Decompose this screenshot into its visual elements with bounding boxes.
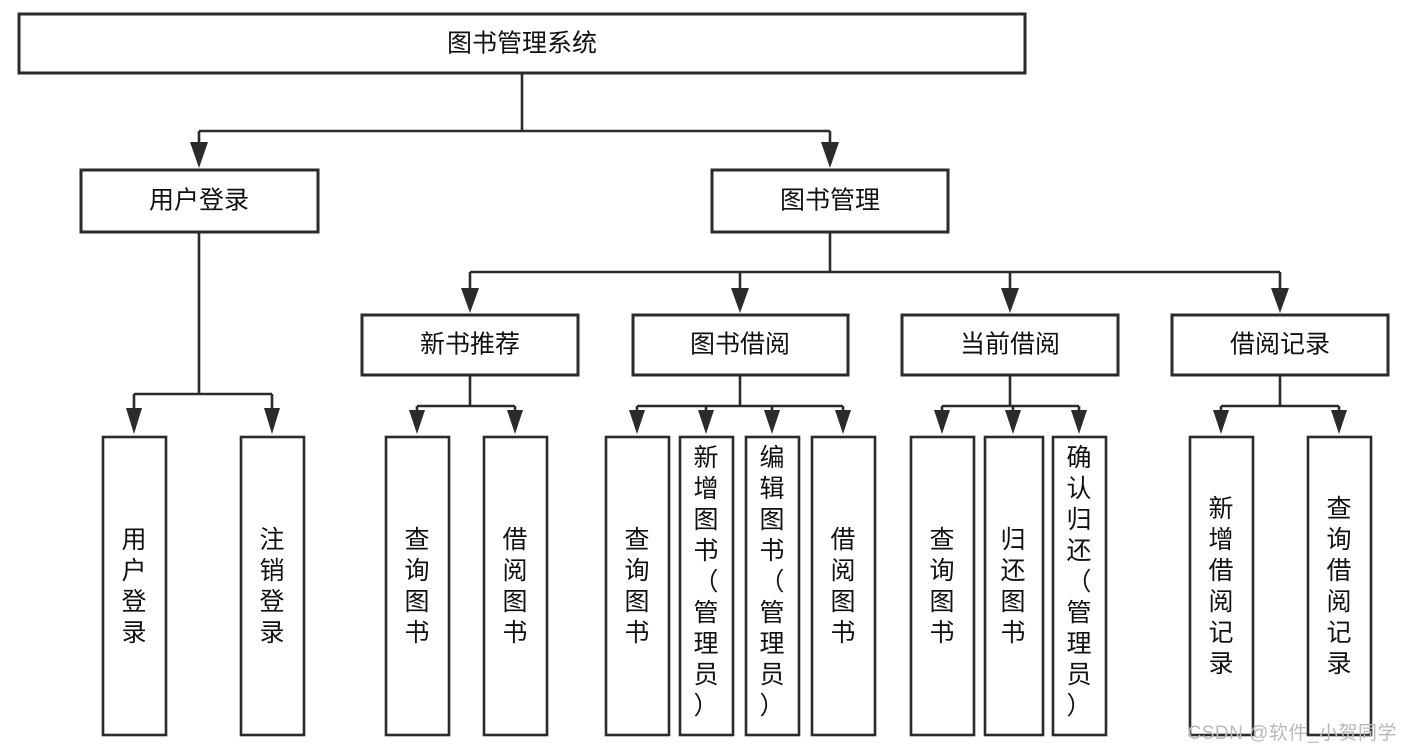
node-book-borrow-label: 图书借阅: [690, 331, 790, 359]
leaf-query-book-borrow[interactable]: 查询图书: [604, 435, 671, 737]
arrow-ul-to-user-login-leaf: [126, 408, 142, 434]
leaf-add-book-label: 新增图书（管理员）: [693, 444, 718, 720]
leaf-borrow-book-recommend-label: 借阅图书: [502, 526, 527, 647]
connector-group-user-login: [126, 232, 280, 434]
leaf-add-record-box: [1188, 435, 1255, 737]
node-borrow-record-label: 借阅记录: [1230, 331, 1330, 359]
leaf-return-book-label: 归还图书: [1000, 526, 1025, 647]
leaf-add-book-box: [678, 435, 735, 737]
arrow-cb-to-return-book: [1005, 410, 1021, 434]
arrow-bb-to-add-book: [698, 410, 714, 434]
leaf-query-book-recommend[interactable]: 查询图书: [384, 435, 451, 737]
node-book-manage-box: [710, 168, 950, 234]
node-new-book-recommend[interactable]: 新书推荐: [360, 313, 580, 377]
leaf-edit-book-box: [744, 435, 801, 737]
leaf-query-book-borrow-box: [604, 435, 671, 737]
arrow-ul-to-logout-leaf: [264, 408, 280, 434]
arrow-bb-to-borrow-book: [835, 410, 851, 434]
arrow-root-to-book-manage: [821, 142, 839, 168]
arrow-bb-to-query-book: [629, 410, 645, 434]
leaf-confirm-return[interactable]: 确认归还（管理员）: [1051, 435, 1108, 737]
node-book-manage-label: 图书管理: [780, 187, 880, 215]
leaf-add-book[interactable]: 新增图书（管理员）: [678, 435, 735, 737]
node-borrow-record[interactable]: 借阅记录: [1170, 313, 1390, 377]
leaf-confirm-return-label: 确认归还（管理员）: [1066, 444, 1091, 720]
leaf-logout[interactable]: 注销登录: [239, 435, 306, 737]
leaf-query-record-label: 查询借阅记录: [1326, 495, 1351, 678]
leaf-logout-box: [239, 435, 306, 737]
leaf-borrow-book-borrow-box: [810, 435, 877, 737]
leaf-logout-label: 注销登录: [259, 526, 284, 647]
leaf-confirm-return-box: [1051, 435, 1108, 737]
leaf-add-record-label: 新增借阅记录: [1208, 495, 1233, 678]
connector-group-current-borrow: [934, 375, 1087, 434]
node-book-borrow[interactable]: 图书借阅: [631, 313, 850, 377]
arrow-root-to-user-login: [190, 142, 208, 168]
leaf-borrow-book-borrow-label: 借阅图书: [830, 526, 855, 647]
arrow-bb-to-edit-book: [764, 410, 780, 434]
leaf-query-record-box: [1306, 435, 1373, 737]
csdn-watermark: CSDN @软件_小贺同学: [1187, 723, 1397, 744]
connector-group-root: [190, 73, 839, 168]
connector-group-book-borrow: [629, 375, 851, 434]
node-root[interactable]: 图书管理系统: [17, 12, 1027, 75]
leaf-user-login-box: [101, 435, 168, 737]
leaf-borrow-book-recommend[interactable]: 借阅图书: [482, 435, 549, 737]
node-user-login-label: 用户登录: [149, 187, 249, 215]
leaf-return-book[interactable]: 归还图书: [983, 435, 1045, 737]
node-root-label: 图书管理系统: [447, 30, 597, 58]
node-book-manage[interactable]: 图书管理: [710, 168, 950, 234]
leaf-user-login[interactable]: 用户登录: [101, 435, 168, 737]
leaf-add-record[interactable]: 新增借阅记录: [1188, 435, 1255, 737]
node-user-login-box: [79, 168, 320, 234]
connector-group-book-manage: [461, 232, 1289, 313]
arrow-cb-to-confirm-return: [1071, 410, 1087, 434]
arrow-br-to-add-record: [1213, 410, 1229, 434]
leaf-query-book-recommend-box: [384, 435, 451, 737]
leaf-query-book-borrow-label: 查询图书: [624, 526, 649, 647]
arrow-bm-to-book-borrow: [731, 288, 749, 313]
arrow-rec-to-borrow-book: [507, 410, 523, 434]
node-user-login[interactable]: 用户登录: [79, 168, 320, 234]
node-current-borrow[interactable]: 当前借阅: [900, 313, 1120, 377]
leaf-query-record[interactable]: 查询借阅记录: [1306, 435, 1373, 737]
node-borrow-record-box: [1170, 313, 1390, 377]
leaf-borrow-book-borrow[interactable]: 借阅图书: [810, 435, 877, 737]
arrow-bm-to-borrow-record: [1271, 288, 1289, 313]
connector-group-borrow-record: [1213, 375, 1347, 434]
leaf-query-book-current-box: [909, 435, 976, 737]
node-current-borrow-box: [900, 313, 1120, 377]
leaf-query-book-current[interactable]: 查询图书: [909, 435, 976, 737]
node-new-book-recommend-box: [360, 313, 580, 377]
leaf-edit-book[interactable]: 编辑图书（管理员）: [744, 435, 801, 737]
arrow-bm-to-new-book-recommend: [461, 288, 479, 313]
node-book-borrow-box: [631, 313, 850, 377]
leaf-return-book-box: [983, 435, 1045, 737]
leaf-query-book-current-label: 查询图书: [929, 526, 954, 647]
leaf-query-book-recommend-label: 查询图书: [404, 526, 429, 647]
connector-group-new-book-recommend: [409, 375, 523, 434]
arrow-cb-to-query-book: [934, 410, 950, 434]
node-current-borrow-label: 当前借阅: [960, 331, 1060, 359]
arrow-rec-to-query-book: [409, 410, 425, 434]
leaf-borrow-book-recommend-box: [482, 435, 549, 737]
leaf-user-login-label: 用户登录: [121, 526, 146, 647]
node-new-book-recommend-label: 新书推荐: [420, 331, 520, 359]
leaf-edit-book-label: 编辑图书（管理员）: [759, 444, 784, 720]
arrow-br-to-query-record: [1331, 410, 1347, 434]
node-root-box: [17, 12, 1027, 75]
arrow-bm-to-current-borrow: [1001, 288, 1019, 313]
